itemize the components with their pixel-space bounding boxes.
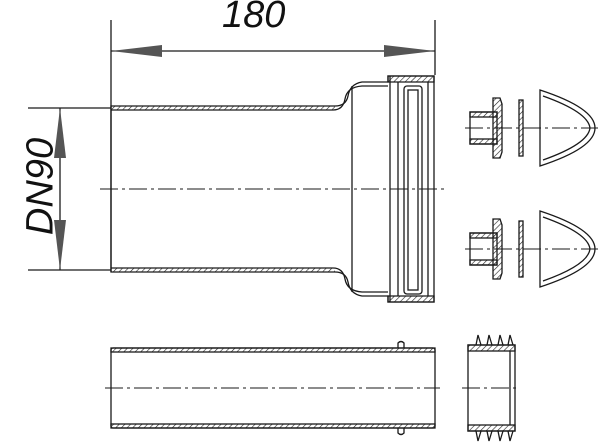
extension-pipe (105, 340, 440, 436)
plug-assembly-top (465, 89, 598, 167)
diameter-dimension-label: DN90 (19, 137, 62, 236)
length-dimension (110, 20, 436, 106)
lip-seal-insert (462, 334, 520, 442)
diameter-dimension (28, 107, 111, 271)
plug-assembly-bottom (465, 210, 598, 288)
length-dimension-label: 180 (222, 0, 286, 36)
main-pipe-with-socket (100, 75, 445, 303)
